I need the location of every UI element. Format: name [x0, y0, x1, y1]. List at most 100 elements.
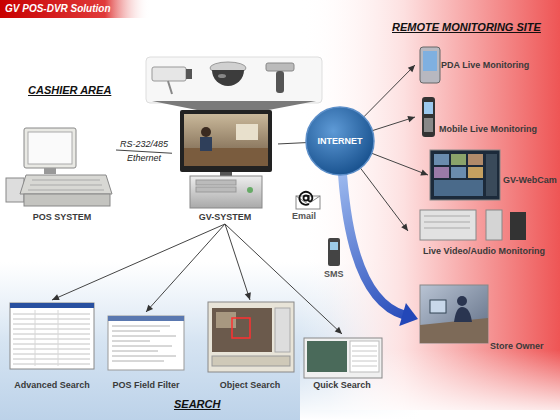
connector-line	[278, 143, 306, 144]
area-heading: CASHIER AREA	[28, 84, 111, 97]
sms-phone-screen	[330, 242, 338, 250]
window	[108, 316, 184, 370]
scene-detail	[216, 312, 236, 328]
device-node: GV-WebCam	[428, 148, 560, 202]
camera-panel	[146, 57, 322, 103]
arrow-head	[408, 65, 415, 72]
device-node: GV-SYSTEM	[172, 108, 278, 224]
node-label: Store Owner	[490, 341, 544, 352]
arrow-head	[52, 294, 60, 300]
arrow-head	[245, 292, 251, 300]
pos-stand	[44, 168, 56, 174]
node-label: POS SYSTEM	[8, 212, 116, 223]
alert-arrow-head	[399, 303, 418, 326]
email-icon	[296, 192, 320, 209]
text-lines	[112, 326, 176, 361]
sms-phone-body	[328, 238, 340, 266]
phone-body	[422, 97, 435, 137]
mobile-icon	[422, 97, 435, 137]
window	[208, 302, 294, 372]
node-label: INTERNET	[305, 136, 375, 147]
tower-pc-dark	[510, 212, 526, 240]
connector-line	[116, 150, 172, 153]
person-body	[200, 137, 212, 151]
node-label: POS Field Filter	[104, 380, 188, 391]
window-titlebar	[108, 316, 184, 321]
box-camera	[152, 67, 186, 81]
person-head	[201, 127, 211, 137]
node-label: Object Search	[204, 380, 296, 391]
camera-bracket	[168, 81, 172, 94]
phone-keypad	[424, 118, 433, 132]
photo-frame	[420, 285, 488, 343]
alert-arrow-shaft	[343, 175, 405, 315]
device-node: Mobile Live Monitoring	[415, 94, 560, 140]
device-node: Object Search	[204, 300, 296, 394]
advanced-search-screenshot	[10, 303, 94, 369]
desk	[420, 318, 488, 343]
table-rows	[13, 314, 90, 364]
arrow-head	[401, 223, 408, 231]
monitor-neck	[220, 172, 232, 176]
timeline	[212, 356, 290, 366]
text-label: Email	[292, 211, 316, 222]
window-titlebar	[10, 303, 94, 308]
connector-label: RS-232/485	[104, 139, 184, 150]
node-label: Live Video/Audio Monitoring	[408, 246, 560, 257]
list-rows	[352, 346, 377, 366]
dvr-tower	[190, 176, 262, 208]
speed-dome-mount	[266, 63, 294, 71]
pda-icon	[420, 47, 440, 83]
monitor-frame	[180, 110, 272, 172]
device-node: POS Field Filter	[104, 312, 188, 394]
connector-line	[364, 65, 415, 117]
server-bays	[424, 216, 470, 228]
video-tile	[468, 167, 483, 178]
shelf	[236, 124, 258, 140]
title-bar	[0, 0, 150, 18]
node-label: Quick Search	[300, 380, 384, 391]
store-owner-photo	[420, 285, 488, 343]
cash-drawer	[24, 194, 110, 206]
device-node: Quick Search	[300, 334, 384, 394]
node-label: PDA Live Monitoring	[441, 60, 529, 71]
connector-line	[372, 153, 428, 175]
video-tile	[451, 167, 466, 178]
object-box	[232, 318, 250, 338]
pos-screen	[28, 132, 72, 164]
device-node: Advanced Search	[6, 300, 98, 394]
arrow-head	[146, 305, 153, 312]
pos-icon	[6, 128, 112, 206]
device-node: Live Video/Audio Monitoring	[408, 204, 560, 258]
connector	[225, 224, 251, 300]
device-node: PDA Live Monitoring	[415, 44, 560, 86]
drive-bay	[196, 187, 236, 192]
control-panel	[486, 154, 497, 196]
drive-bay	[196, 180, 236, 185]
pos-filter-screenshot	[108, 316, 184, 370]
connector	[360, 168, 408, 231]
live-monitoring-icon	[420, 210, 526, 240]
pda-screen	[423, 51, 437, 71]
dome-highlight	[218, 74, 226, 78]
pos-monitor	[24, 128, 76, 168]
video-frame	[212, 308, 272, 352]
node-label: Advanced Search	[6, 380, 98, 391]
arrow-head	[420, 169, 428, 175]
connector-line	[372, 117, 415, 131]
connector-line	[360, 168, 408, 231]
phone-screen	[424, 102, 433, 114]
gv-system-icon	[180, 110, 272, 208]
circle-shape	[306, 107, 374, 175]
side-panel	[275, 308, 290, 352]
camera-lens	[186, 69, 192, 79]
keyboard-keys	[28, 180, 104, 190]
node-label: GV-SYSTEM	[172, 212, 278, 223]
area-heading: SEARCH	[174, 398, 220, 411]
connector	[116, 150, 172, 153]
window	[10, 303, 94, 369]
video-frame	[307, 341, 347, 372]
window	[304, 338, 382, 378]
connector	[146, 224, 225, 312]
connector	[372, 116, 415, 131]
